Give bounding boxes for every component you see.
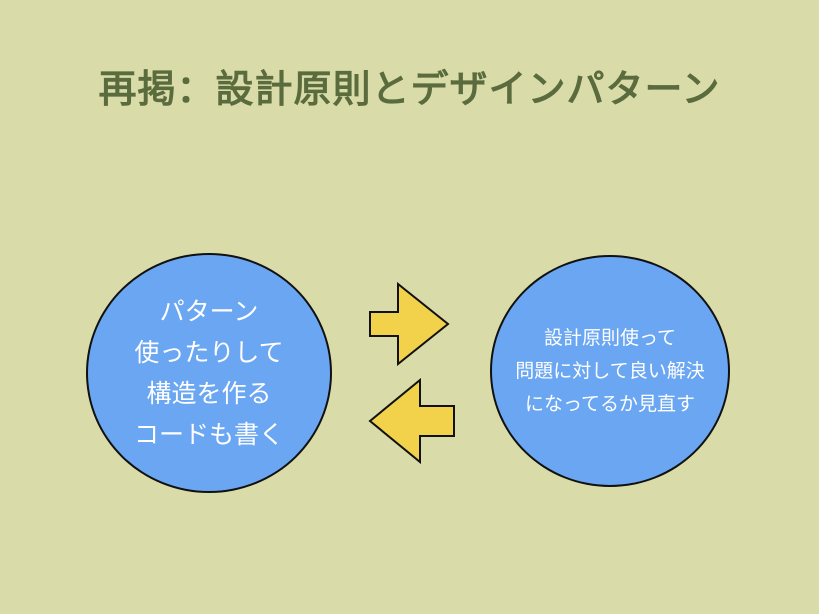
right-arrow-icon bbox=[369, 282, 450, 366]
left-arrow-icon bbox=[368, 378, 455, 464]
right-circle-principles: 設計原則使って 問題に対して良い解決 になってるか見直す bbox=[490, 255, 730, 487]
slide-title: 再掲：設計原則とデザインパターン bbox=[98, 67, 721, 111]
left-circle-pattern: パターン 使ったりして 構造を作る コードも書く bbox=[86, 253, 332, 493]
left-circle-line-3: 構造を作る bbox=[146, 379, 272, 408]
right-circle-line-2: 問題に対して良い解決 bbox=[515, 359, 705, 382]
right-circle-line-3: になってるか見直す bbox=[524, 392, 696, 415]
left-circle-line-4: コードも書く bbox=[133, 420, 284, 449]
left-circle-line-2: 使ったりして bbox=[134, 338, 284, 367]
right-circle-line-1: 設計原則使って bbox=[543, 326, 677, 349]
left-circle-line-1: パターン bbox=[159, 297, 259, 326]
